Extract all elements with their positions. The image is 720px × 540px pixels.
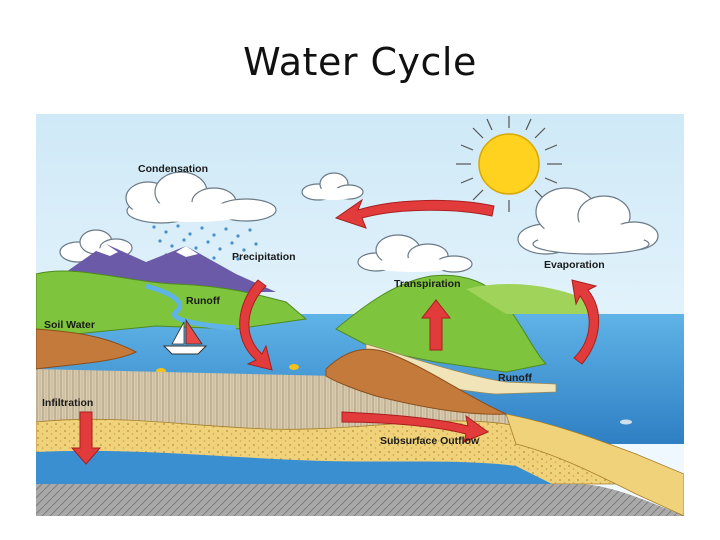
river — [145, 283, 237, 331]
evaporation-cloud — [517, 187, 659, 255]
subsurface-outflow-arrow — [341, 411, 490, 443]
arrows — [70, 198, 600, 465]
aquifer — [36, 450, 556, 486]
right-beach — [505, 413, 684, 516]
evaporation-label: Evaporation — [544, 259, 605, 271]
sailboat-icon — [162, 318, 208, 355]
condensation-cloud — [125, 171, 277, 224]
infiltration-label: Infiltration — [42, 397, 93, 409]
condensation-arrow — [334, 198, 495, 229]
water-cycle-diagram: Condensation Precipitation Runoff Soil W… — [36, 114, 684, 516]
precipitation-label: Precipitation — [232, 251, 296, 263]
transpiration-arrow — [420, 299, 452, 351]
subsurface-outflow-label: Subsurface Outflow — [380, 435, 480, 447]
sun-icon — [456, 116, 562, 212]
bedrock — [36, 484, 684, 516]
middle-cloud — [357, 234, 473, 273]
left-soil — [36, 328, 138, 370]
left-hills — [36, 270, 308, 337]
runoff-right-label: Runoff — [498, 372, 532, 384]
slide-title: Water Cycle — [243, 40, 477, 84]
transpiration-label: Transpiration — [394, 278, 461, 290]
runoff-left-label: Runoff — [186, 295, 220, 307]
infiltration-arrow — [70, 411, 102, 465]
evaporation-arrow — [571, 279, 600, 365]
small-cloud — [301, 172, 364, 201]
precipitation-arrow — [239, 279, 273, 371]
soil-water-label: Soil Water — [44, 319, 95, 331]
condensation-label: Condensation — [138, 163, 208, 175]
distant-hills — [466, 284, 596, 314]
